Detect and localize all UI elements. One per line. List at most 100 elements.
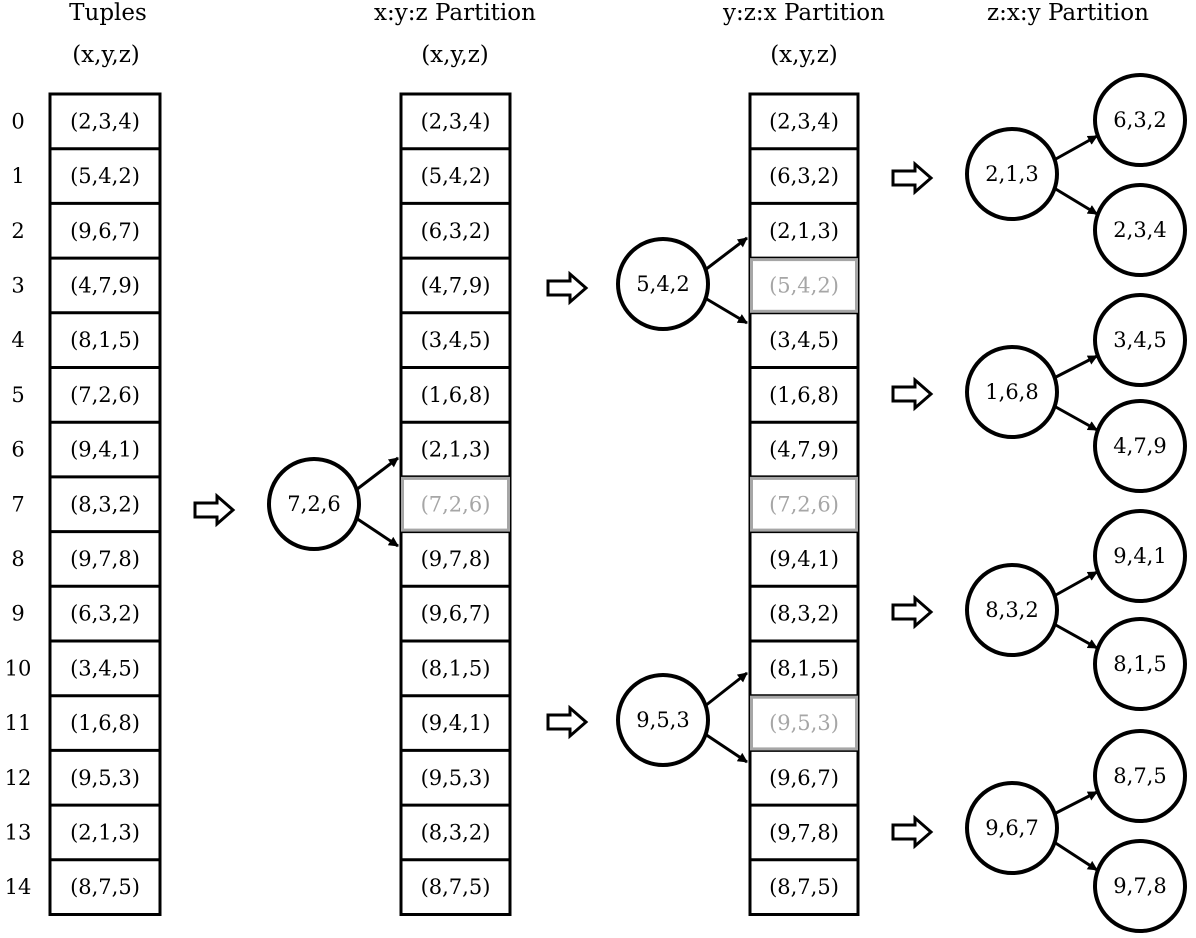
xyz-partition-column: (2,3,4)(5,4,2)(6,3,2)(4,7,9)(3,4,5)(1,6,…: [399, 92, 512, 916]
row-index: 6: [11, 438, 24, 462]
median-cell-frame: [401, 476, 510, 532]
zxy-right-child-node-label: 4,7,9: [1113, 434, 1166, 458]
zxy-left-child-node-label: 3,4,5: [1113, 328, 1166, 352]
median-tuple-cell: (5,4,2): [769, 273, 839, 297]
tuple-cell: (5,4,2): [70, 164, 140, 188]
zxy-left-child-node-label: 8,7,5: [1113, 764, 1166, 788]
yzx-partition-subheader: (x,y,z): [770, 42, 838, 68]
zxy-root-node-label: 1,6,8: [985, 380, 1038, 404]
row-index: 9: [11, 602, 24, 626]
column-frame: [48, 92, 162, 916]
tuple-cell: (9,5,3): [70, 766, 140, 790]
yzx-top-node-label: 5,4,2: [636, 272, 689, 296]
zxy-root-node-circle: [965, 563, 1059, 657]
zxy-left-child-node-label: 6,3,2: [1113, 108, 1166, 132]
edge-arrow: [1053, 570, 1098, 598]
tuple-cell: (9,6,7): [70, 219, 140, 243]
tuple-cell: (9,4,1): [421, 711, 491, 735]
zxy-root-node-label: 2,1,3: [985, 162, 1038, 186]
zxy-left-child-node-circle: [1093, 73, 1187, 167]
yzx-bottom-node-circle: [616, 673, 710, 767]
tuple-cell: (8,1,5): [769, 656, 839, 680]
edge-arrow: [1053, 404, 1098, 432]
row-index: 8: [11, 547, 24, 571]
row-index: 7: [11, 492, 24, 516]
zxy-left-child-node-circle: [1093, 509, 1187, 603]
edge-arrow: [704, 296, 748, 325]
block-arrow-icon: [193, 492, 236, 528]
tuple-cell: (2,3,4): [70, 109, 140, 133]
tuple-cell: (8,3,2): [769, 602, 839, 626]
tuple-cell: (2,1,3): [70, 820, 140, 844]
edge-arrow: [1053, 354, 1098, 380]
tuple-cell: (4,7,9): [769, 438, 839, 462]
edge-arrow: [704, 236, 748, 272]
zxy-left-child-node-circle: [1093, 729, 1187, 823]
row-index: 13: [5, 820, 32, 844]
edge-arrow: [1053, 134, 1098, 162]
yzx-partition-column: (2,3,4)(6,3,2)(2,1,3)(5,4,2)(3,4,5)(1,6,…: [748, 92, 860, 916]
row-index: 4: [11, 328, 24, 352]
tuple-cell: (8,1,5): [421, 656, 491, 680]
zxy-root-node-circle: [965, 781, 1059, 875]
tuple-cell: (9,6,7): [421, 602, 491, 626]
xyz-partition-header: x:y:z Partition: [374, 0, 536, 26]
tuple-cell: (8,7,5): [421, 875, 491, 899]
tuple-cell: (4,7,9): [421, 273, 491, 297]
tuple-cell: (7,2,6): [70, 383, 140, 407]
zxy-root-node-circle: [965, 345, 1059, 439]
xyz-partition-subheader: (x,y,z): [421, 42, 489, 68]
tuple-cell: (3,4,5): [769, 328, 839, 352]
tuple-cell: (8,3,2): [70, 492, 140, 516]
zxy-right-child-node-circle: [1093, 399, 1187, 493]
tuple-cell: (5,4,2): [421, 164, 491, 188]
tuple-cell: (3,4,5): [421, 328, 491, 352]
zxy-root-node-label: 8,3,2: [985, 598, 1038, 622]
row-index: 5: [11, 383, 24, 407]
xyz-root-node-label: 7,2,6: [287, 492, 340, 516]
row-index: 11: [5, 711, 32, 735]
median-tuple-cell: (9,5,3): [769, 711, 839, 735]
zxy-right-child-node-circle: [1093, 183, 1187, 277]
zxy-root-node-circle: [965, 127, 1059, 221]
zxy-left-child-node-label: 9,4,1: [1113, 544, 1166, 568]
tuple-cell: (9,7,8): [769, 820, 839, 844]
tuple-cell: (8,3,2): [421, 820, 491, 844]
row-index: 12: [5, 766, 32, 790]
tuple-cell: (2,3,4): [769, 109, 839, 133]
tuple-cell: (1,6,8): [769, 383, 839, 407]
block-arrow-icon: [546, 270, 589, 306]
tuples-header: Tuples: [69, 0, 147, 26]
edge-arrow: [1053, 790, 1098, 816]
zxy-left-child-node-circle: [1093, 293, 1187, 387]
tuple-cell: (1,6,8): [421, 383, 491, 407]
block-arrow-icon: [891, 814, 934, 850]
zxy-right-child-node-circle: [1093, 839, 1187, 933]
zxy-right-child-node-circle: [1093, 617, 1187, 711]
tuples-subheader: (x,y,z): [72, 42, 140, 68]
row-index: 10: [5, 656, 32, 680]
edge-arrow: [1053, 840, 1098, 872]
tuple-cell: (8,7,5): [70, 875, 140, 899]
xyz-root-node-circle: [267, 457, 361, 551]
tuple-cell: (9,7,8): [70, 547, 140, 571]
zxy-partition-header: z:x:y Partition: [987, 0, 1149, 26]
median-cell-frame: [750, 476, 858, 532]
row-index: 0: [11, 109, 24, 133]
tuple-cell: (6,3,2): [769, 164, 839, 188]
row-index: 3: [11, 273, 24, 297]
tuple-cell: (9,4,1): [769, 547, 839, 571]
tuple-cell: (2,3,4): [421, 109, 491, 133]
edge-arrow: [355, 516, 399, 548]
median-tuple-cell: (7,2,6): [421, 492, 491, 516]
zxy-right-child-node-label: 9,7,8: [1113, 874, 1166, 898]
zxy-root-node-label: 9,6,7: [985, 816, 1038, 840]
row-index: 2: [11, 219, 24, 243]
block-arrow-icon: [891, 160, 934, 196]
median-cell-frame: [750, 258, 858, 313]
arrows-layer: [193, 160, 934, 850]
row-index: 14: [5, 875, 32, 899]
tree-nodes-layer: 7,2,65,4,29,5,32,1,36,3,22,3,41,6,83,4,5…: [267, 73, 1187, 933]
